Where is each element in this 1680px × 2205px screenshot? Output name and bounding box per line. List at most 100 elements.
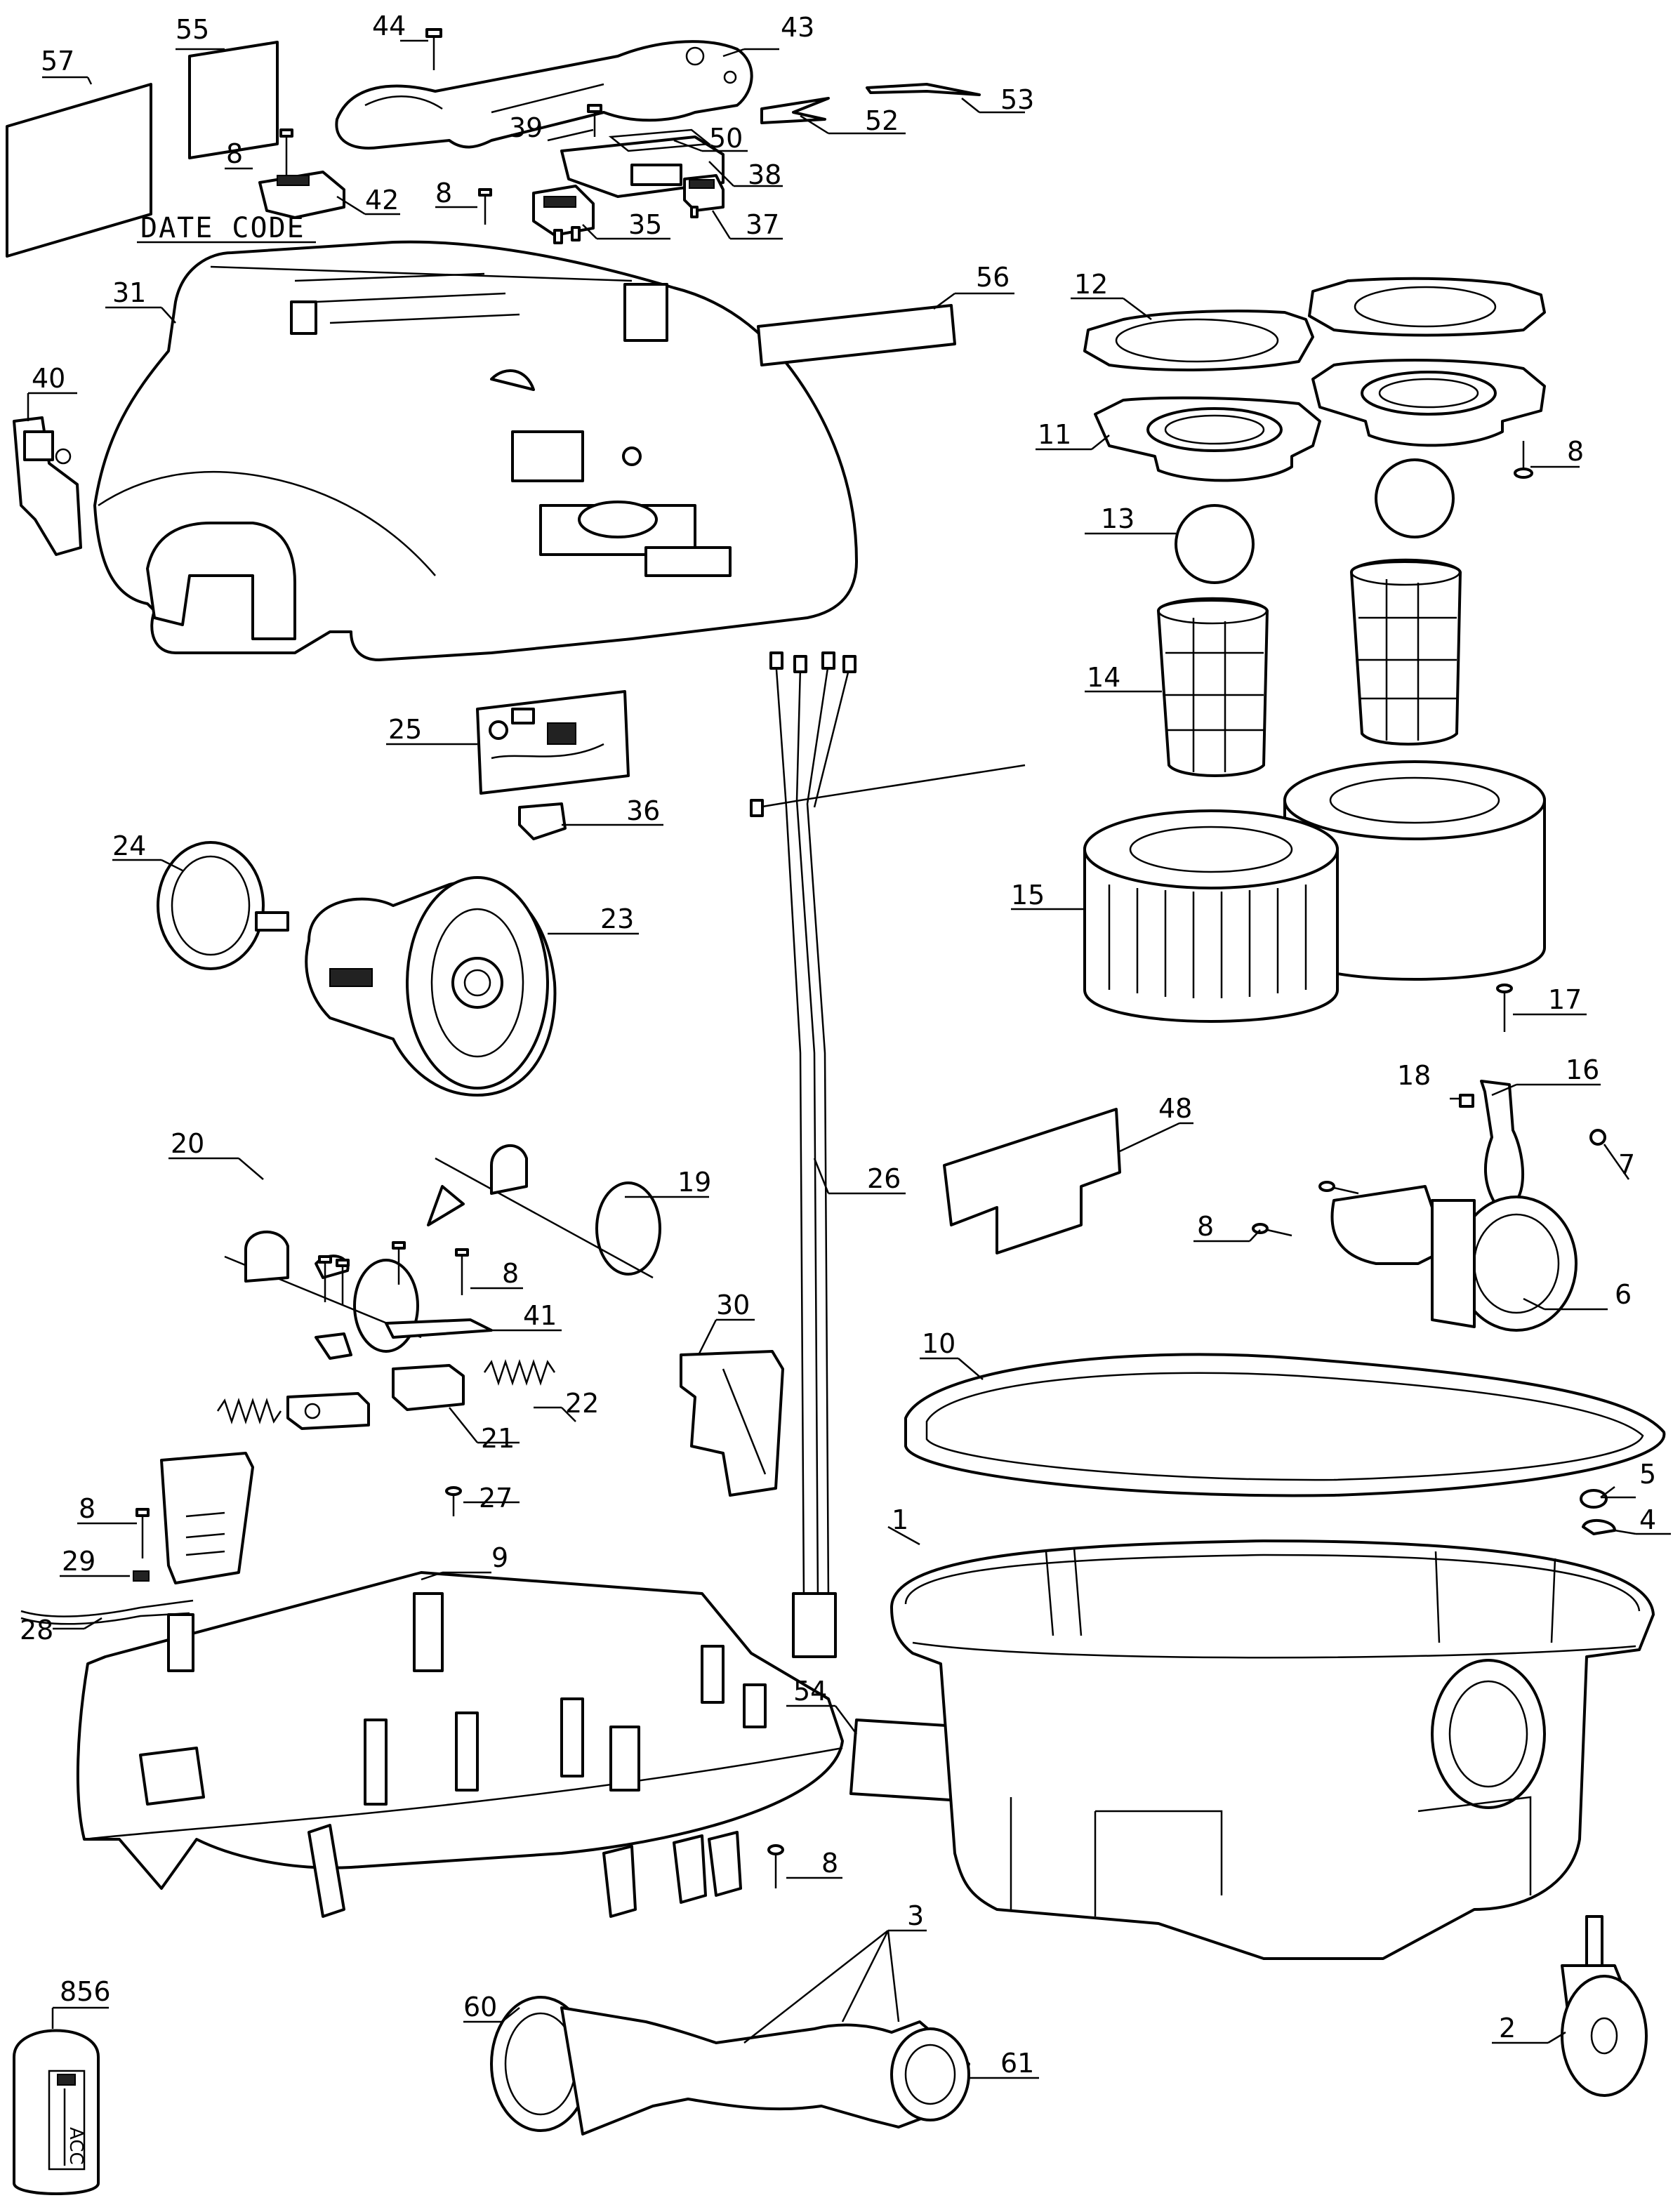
callout-8-d: 8 [1197, 1211, 1214, 1242]
callout-18: 18 [1397, 1060, 1431, 1091]
float-ball-13-left [1175, 504, 1255, 584]
callout-57: 57 [41, 46, 74, 77]
screw-8-6b [1252, 1223, 1292, 1237]
callout-26: 26 [867, 1163, 901, 1194]
callout-40: 40 [32, 363, 65, 394]
callout-14: 14 [1087, 662, 1120, 693]
screw-39 [587, 104, 602, 137]
inlet-6 [1330, 1185, 1578, 1332]
callout-20: 20 [171, 1128, 204, 1159]
motor-base-9 [76, 1571, 844, 1918]
float-ball-13-right [1375, 458, 1455, 538]
callout-48: 48 [1158, 1093, 1192, 1124]
callout-56: 56 [976, 262, 1010, 293]
callout-44: 44 [372, 11, 406, 41]
callout-37: 37 [746, 209, 779, 240]
callout-1: 1 [892, 1504, 908, 1535]
cord-28 [20, 1599, 194, 1625]
callout-7: 7 [1618, 1149, 1635, 1180]
clip-53 [866, 83, 981, 96]
callout-856: 856 [60, 1976, 111, 2007]
callout-21: 21 [481, 1423, 515, 1454]
clip-41b [315, 1332, 352, 1360]
leader-lines [27, 39, 1671, 2079]
latch-40 [13, 416, 82, 556]
circuit-board-25 [476, 690, 630, 795]
callout-15: 15 [1011, 880, 1045, 911]
gasket-12-left [1083, 310, 1314, 371]
float-cage-14-right [1350, 558, 1462, 746]
callout-30: 30 [716, 1290, 750, 1320]
callout-41: 41 [523, 1300, 557, 1331]
hose-adapter-3 [490, 1996, 970, 2136]
washer-4 [1582, 1518, 1616, 1535]
caster-2 [1561, 1915, 1648, 2097]
filter-housing-11-right [1311, 359, 1546, 447]
filter-15-left [1083, 809, 1339, 1023]
callout-31: 31 [112, 277, 146, 308]
callout-8-e: 8 [502, 1258, 519, 1289]
screw-8-6a [1318, 1181, 1359, 1195]
callout-10: 10 [922, 1328, 955, 1359]
callout-53: 53 [1000, 84, 1034, 115]
bracket-30 [680, 1350, 784, 1497]
callout-55: 55 [176, 14, 209, 45]
bracket-41 [385, 1318, 493, 1339]
label-56 [757, 304, 956, 366]
nut-5 [1580, 1489, 1608, 1509]
cover-29 [160, 1452, 254, 1584]
callout-8-a: 8 [226, 138, 243, 169]
callout-17: 17 [1548, 984, 1582, 1015]
callout-11: 11 [1038, 419, 1071, 450]
callout-43: 43 [781, 12, 814, 43]
callout-25: 25 [388, 714, 422, 745]
label-55 [188, 41, 279, 159]
switch-35 [532, 185, 595, 244]
callout-50: 50 [709, 123, 743, 154]
block-21-right [392, 1364, 465, 1411]
callout-numbers: 44 43 55 57 53 52 39 50 8 42 38 8 35 37 … [20, 11, 1656, 2079]
acc-label-text: ACC [65, 2127, 86, 2165]
clip-16 [1480, 1080, 1524, 1205]
callout-8-b: 8 [435, 178, 452, 208]
callout-8-g: 8 [821, 1848, 838, 1879]
callout-36: 36 [626, 795, 660, 826]
float-cage-14-left [1157, 597, 1269, 777]
callout-19: 19 [677, 1167, 711, 1198]
bracket-42 [258, 171, 345, 219]
callout-39: 39 [509, 112, 543, 143]
clip-36 [518, 802, 567, 840]
date-code-label: DATE CODE [140, 212, 305, 244]
callout-3: 3 [907, 1900, 924, 1931]
callout-22: 22 [565, 1388, 599, 1419]
callout-42: 42 [365, 185, 399, 216]
screw-44 [425, 28, 442, 70]
callout-27: 27 [479, 1483, 512, 1514]
screw-7 [1589, 1129, 1606, 1146]
callout-8-c: 8 [1567, 436, 1584, 467]
callout-35: 35 [628, 209, 662, 240]
callout-16: 16 [1566, 1054, 1599, 1085]
tank-1 [890, 1539, 1655, 1960]
callout-54: 54 [793, 1676, 827, 1707]
handle-43 [335, 40, 753, 150]
filter-15-right [1283, 760, 1546, 981]
callout-6: 6 [1615, 1279, 1632, 1310]
label-48 [943, 1108, 1121, 1254]
screw-8-lower [767, 1844, 784, 1888]
label-57 [6, 83, 152, 258]
callout-5: 5 [1639, 1459, 1656, 1490]
clip-29 [133, 1570, 150, 1582]
callout-52: 52 [865, 105, 899, 136]
spring-22-right [483, 1359, 556, 1386]
callout-61: 61 [1000, 2048, 1034, 2079]
cover-38 [560, 128, 725, 198]
callout-38: 38 [748, 159, 781, 190]
callout-23: 23 [600, 903, 634, 934]
callout-9: 9 [491, 1542, 508, 1573]
callout-12: 12 [1074, 269, 1108, 300]
clip-52 [760, 97, 830, 124]
callout-60: 60 [463, 1992, 497, 2022]
wire-harness-26 [750, 651, 1026, 1658]
nut-18 [1459, 1094, 1474, 1108]
